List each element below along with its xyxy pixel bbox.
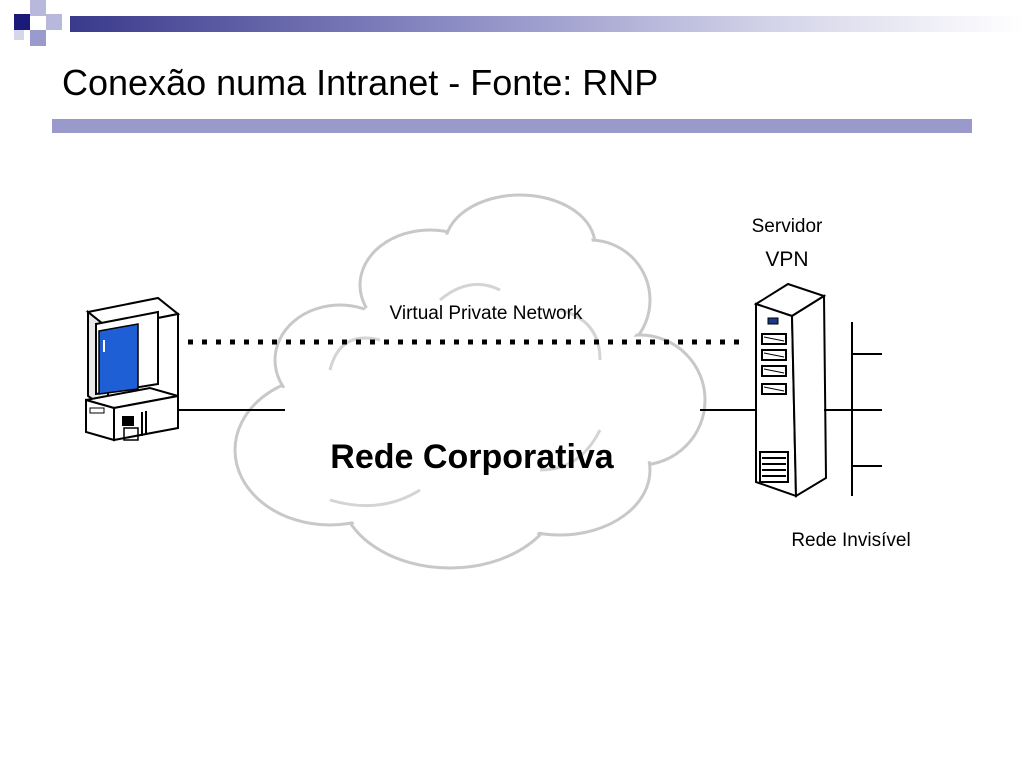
server-label-line2: VPN [765, 248, 808, 271]
header-square-light [46, 14, 62, 30]
header-decoration [0, 0, 1024, 48]
header-gradient-bar [70, 16, 1024, 32]
header-square-light [30, 0, 46, 16]
network-label: Rede Invisível [791, 530, 910, 551]
title-rule [52, 119, 972, 133]
server-tower-icon [753, 282, 828, 498]
slide-title: Conexão numa Intranet - Fonte: RNP [62, 62, 659, 103]
desktop-computer-icon [85, 296, 181, 442]
header-square-mid [30, 30, 46, 46]
cloud-icon [233, 193, 707, 570]
network-bus-icon [824, 322, 882, 496]
server-label-line1: Servidor [752, 216, 823, 237]
cloud-label: Rede Corporativa [330, 438, 614, 476]
vpn-label: Virtual Private Network [390, 303, 583, 324]
header-square-dark [14, 14, 30, 30]
header-square-light [14, 30, 24, 40]
monitor-screen [98, 323, 139, 395]
